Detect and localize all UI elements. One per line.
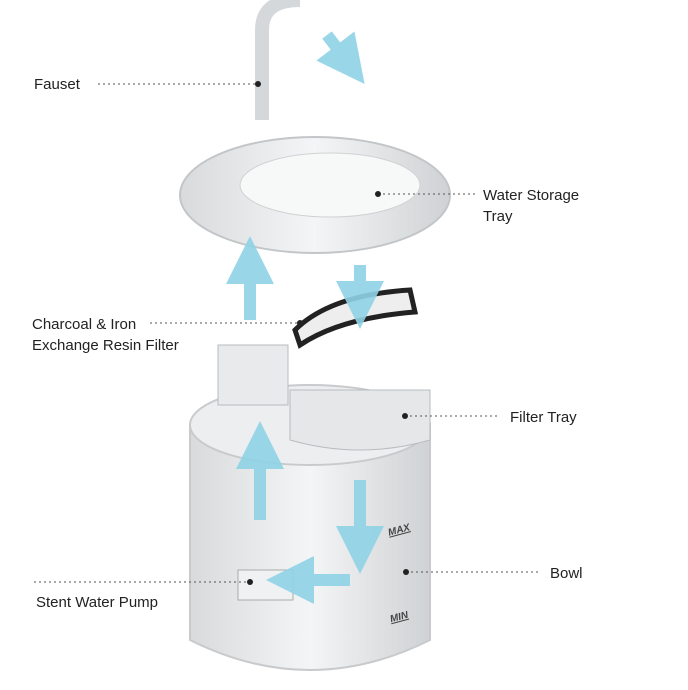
label-pump: Stent Water Pump — [36, 594, 158, 611]
filter-tray — [289, 389, 431, 451]
label-bowl: Bowl — [550, 565, 583, 582]
faucet-pipe — [255, 0, 301, 120]
label-filter-tray: Filter Tray — [510, 409, 577, 426]
label-water-storage-tray: Water Storage Tray — [483, 187, 580, 225]
label-faucet: Fauset — [34, 76, 80, 93]
label-filter: Charcoal & Iron Exchange Resin Filter — [32, 316, 179, 354]
water-pump — [237, 569, 294, 601]
bowl — [189, 425, 431, 671]
pump-column — [217, 344, 289, 406]
flow-arrows — [226, 31, 384, 604]
